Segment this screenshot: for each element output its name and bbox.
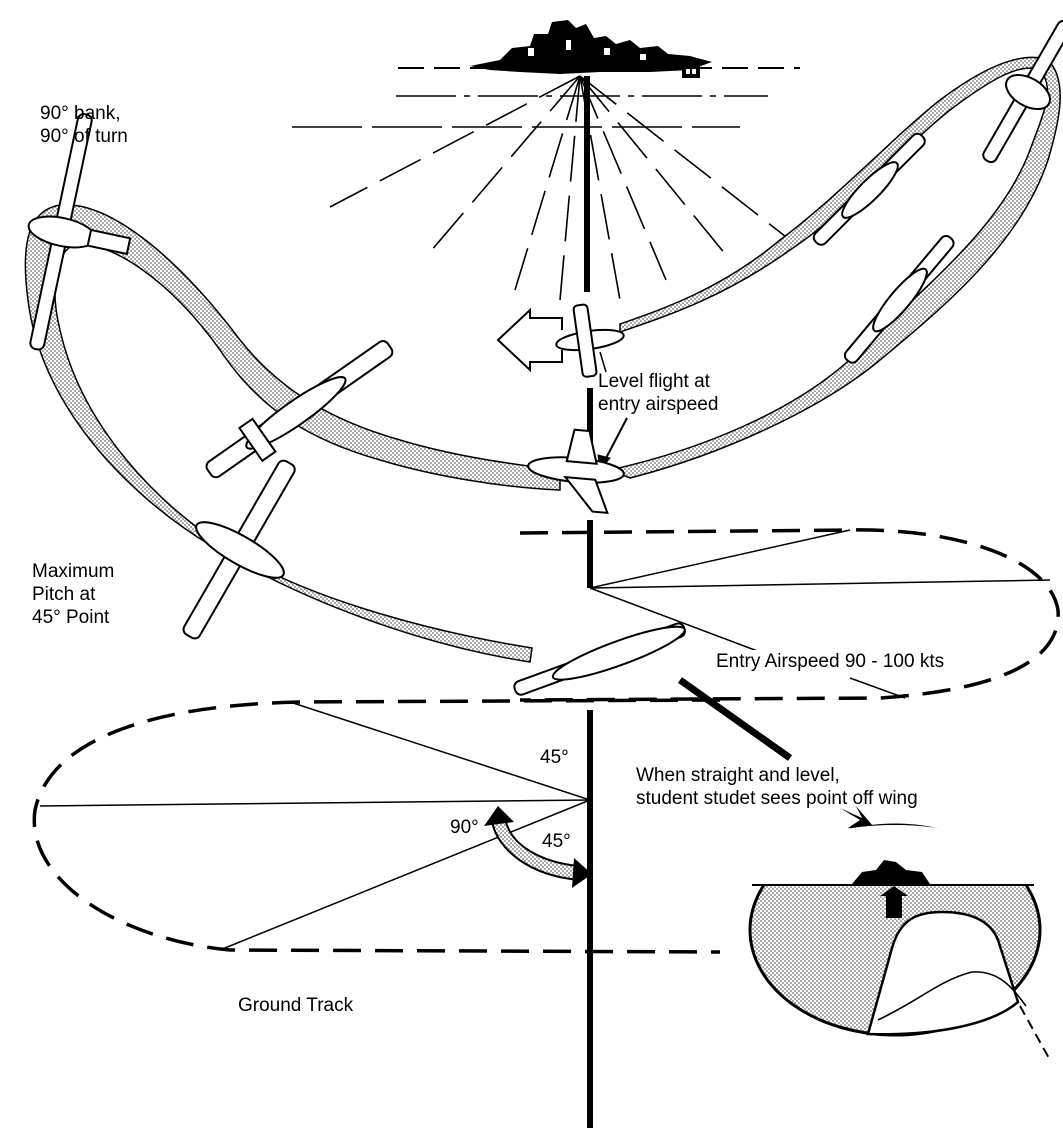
cockpit-inset bbox=[750, 825, 1050, 1060]
max-pitch-line-1: Maximum bbox=[32, 560, 114, 583]
ground-track-label: Ground Track bbox=[238, 994, 353, 1017]
city-skyline bbox=[292, 20, 800, 127]
glider-bottom bbox=[511, 618, 688, 702]
sight-rays bbox=[330, 76, 790, 300]
angle-45-mid-label: 45° bbox=[542, 830, 571, 853]
student-view-label: When straight and level, student studet … bbox=[636, 764, 918, 810]
student-view-line-1: When straight and level, bbox=[636, 764, 918, 787]
max-pitch-line-3: 45° Point bbox=[32, 606, 114, 629]
reference-line bbox=[587, 76, 590, 1128]
entry-ellipse bbox=[520, 530, 1058, 700]
turn-arrow bbox=[484, 806, 592, 888]
glider-pitch bbox=[147, 438, 334, 661]
bank-90-line-1: 90° bank, bbox=[40, 102, 128, 125]
glider-right-upper bbox=[810, 130, 930, 250]
level-flight-line-1: Level flight at bbox=[598, 370, 718, 393]
glider-center-low bbox=[525, 426, 628, 514]
student-view-line-2: student studet sees point off wing bbox=[636, 787, 918, 810]
direction-arrow bbox=[498, 310, 562, 370]
entry-airspeed-label: Entry Airspeed 90 - 100 kts bbox=[716, 650, 944, 673]
max-pitch-label: Maximum Pitch at 45° Point bbox=[32, 560, 114, 629]
angle-45-top-label: 45° bbox=[540, 746, 569, 769]
ground-track-ellipse bbox=[34, 700, 720, 952]
bank-90-line-2: 90° of turn bbox=[40, 125, 128, 148]
level-flight-line-2: entry airspeed bbox=[598, 393, 718, 416]
bank-90-label: 90° bank, 90° of turn bbox=[40, 102, 128, 148]
glider-center-high bbox=[551, 300, 628, 381]
max-pitch-line-2: Pitch at bbox=[32, 583, 114, 606]
angle-90-label: 90° bbox=[450, 816, 479, 839]
level-flight-label: Level flight at entry airspeed bbox=[598, 370, 718, 416]
